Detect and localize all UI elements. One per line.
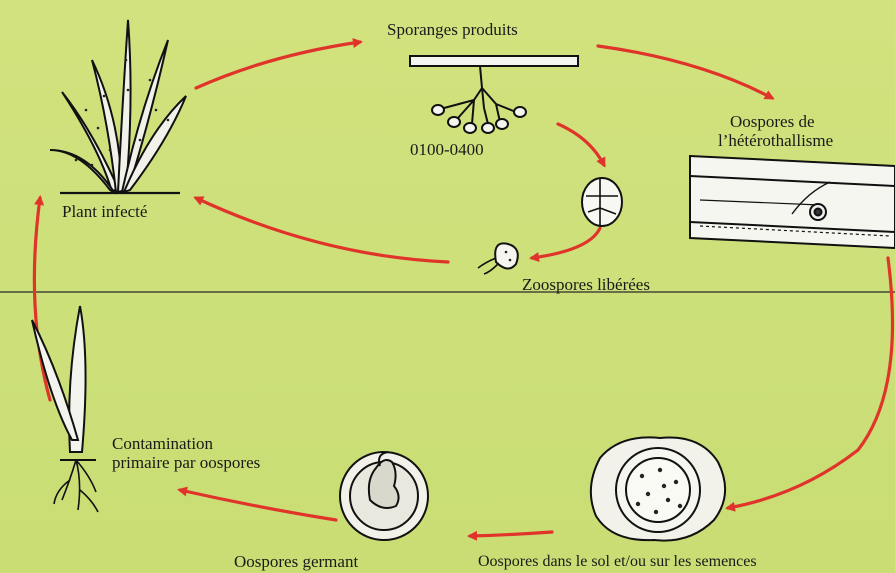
label-contamination-line2: primaire par oospores [112, 453, 352, 472]
label-plant-infecte: Plant infecté [62, 202, 147, 221]
label-code: 0100-0400 [410, 140, 484, 159]
label-zoospores-liberees: Zoospores libérées [522, 275, 650, 294]
arrow-soil-to-germinating [470, 532, 552, 536]
label-oospores-heterothallisme-line1: Oospores de [718, 112, 893, 131]
arrow-sporangium-to-zoospores [532, 228, 600, 258]
label-oospores-sol: Oospores dans le sol et/ou sur les semen… [478, 552, 757, 571]
arrow-plant-to-sporanges [196, 42, 360, 88]
arrow-zoospores-to-plant [196, 198, 448, 262]
arrow-germinating-to-contamination [180, 490, 336, 520]
seedling-icon [32, 306, 98, 512]
oospore-in-soil-icon [591, 437, 725, 540]
label-oospores-heterothallisme: Oospores de l’hétérothallisme [718, 112, 893, 150]
label-oospores-germant: Oospores germant [234, 552, 358, 571]
arrow-sporanges-to-oospores [598, 46, 772, 98]
germinating-oospore-icon [340, 452, 428, 540]
label-sporanges-produits: Sporanges produits [387, 20, 518, 39]
label-oospores-heterothallisme-line2: l’hétérothallisme [718, 131, 893, 150]
infected-plant-icon [50, 20, 186, 193]
leaf-tissue-oospore-icon [690, 156, 895, 248]
arrow-sporanges-to-sporangium [558, 124, 604, 165]
arrow-oospores-to-soil [728, 258, 893, 508]
zoospore-icon [478, 243, 518, 274]
label-contamination-primaire: Contamination primaire par oospores [112, 434, 352, 472]
sporangium-icon [582, 178, 622, 226]
label-contamination-line1: Contamination [112, 434, 352, 453]
sporangiophore-icon [410, 56, 578, 133]
